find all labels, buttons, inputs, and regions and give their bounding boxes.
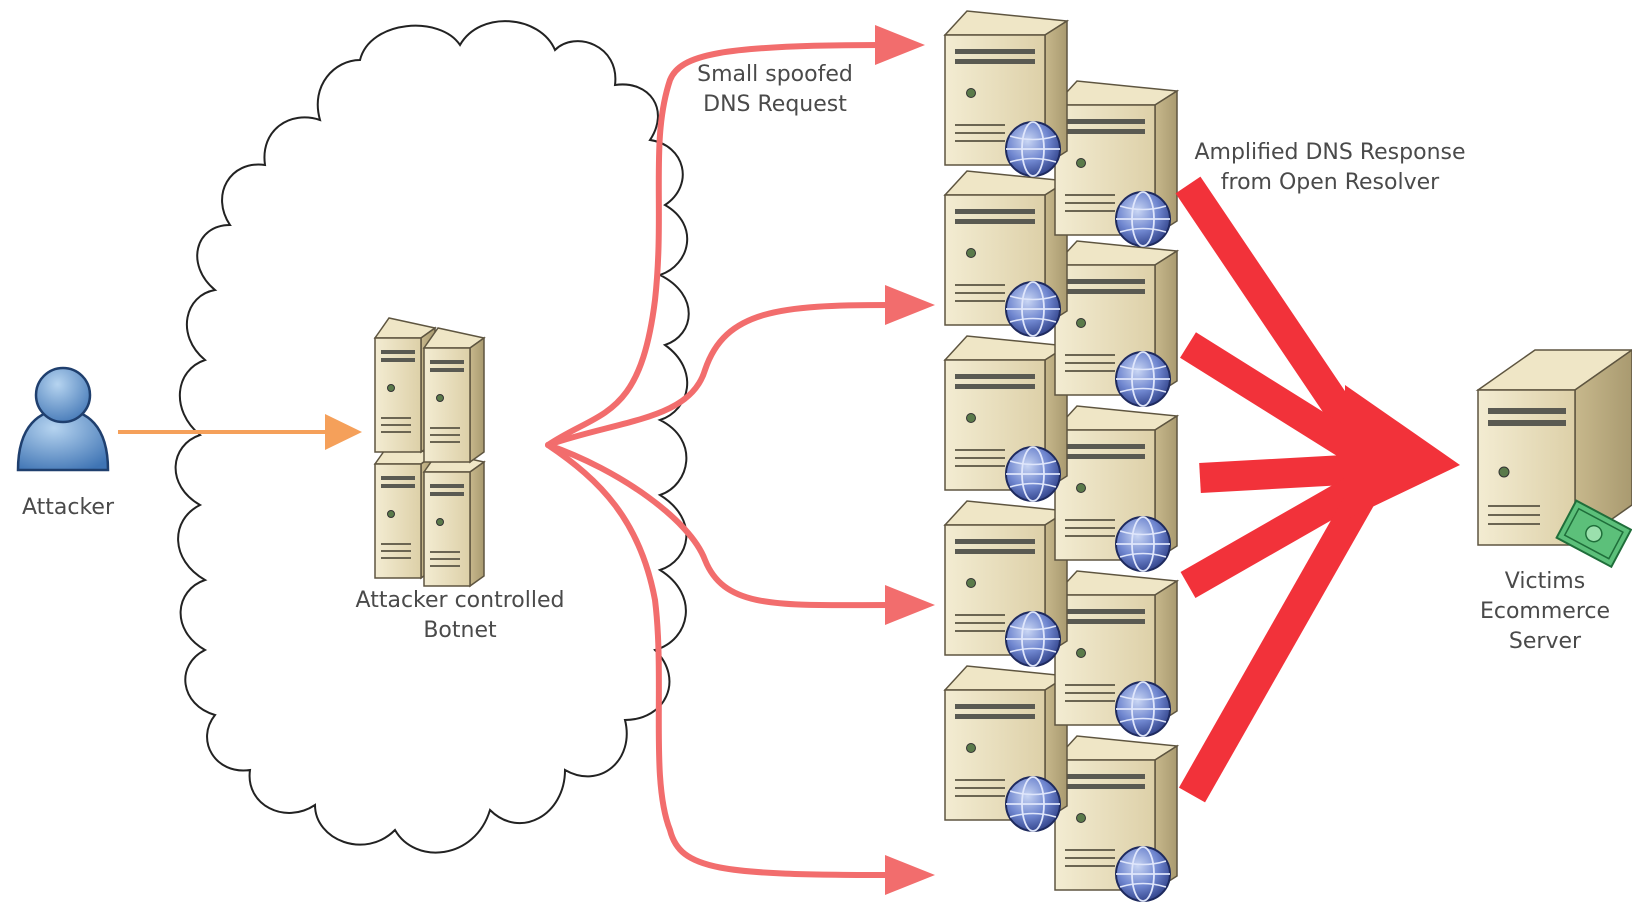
botnet-label-line-1: Attacker controlled: [355, 588, 565, 613]
request-label-line-1: Small spoofed: [697, 62, 853, 87]
dns-server-globe-icon: [944, 10, 1178, 902]
server-cluster-icon: [374, 317, 485, 587]
server-money-icon: [1475, 349, 1632, 569]
response-label-line-2: from Open Resolver: [1220, 170, 1440, 195]
response-label: Amplified DNS Response from Open Resolve…: [1170, 138, 1490, 198]
request-arrows: [545, 42, 893, 878]
attacker-label-text: Attacker: [21, 495, 115, 520]
person-icon: [16, 366, 110, 472]
response-arrowhead: [1345, 385, 1460, 520]
victim-label-line-1: Victims: [1504, 569, 1586, 594]
request-label: Small spoofed DNS Request: [675, 60, 875, 120]
response-label-line-1: Amplified DNS Response: [1194, 140, 1466, 165]
request-arrowheads: [875, 25, 935, 895]
botnet-label: Attacker controlled Botnet: [330, 586, 590, 646]
attacker-label: Attacker: [8, 493, 128, 523]
victim-label-line-2: Ecommerce: [1479, 599, 1611, 624]
request-label-line-2: DNS Request: [703, 92, 847, 117]
victim-label-line-3: Server: [1508, 629, 1582, 654]
victim-label: Victims Ecommerce Server: [1460, 567, 1630, 657]
botnet-label-line-2: Botnet: [423, 618, 497, 643]
attacker-arrow: [118, 414, 362, 450]
response-arrows: [1175, 176, 1384, 803]
